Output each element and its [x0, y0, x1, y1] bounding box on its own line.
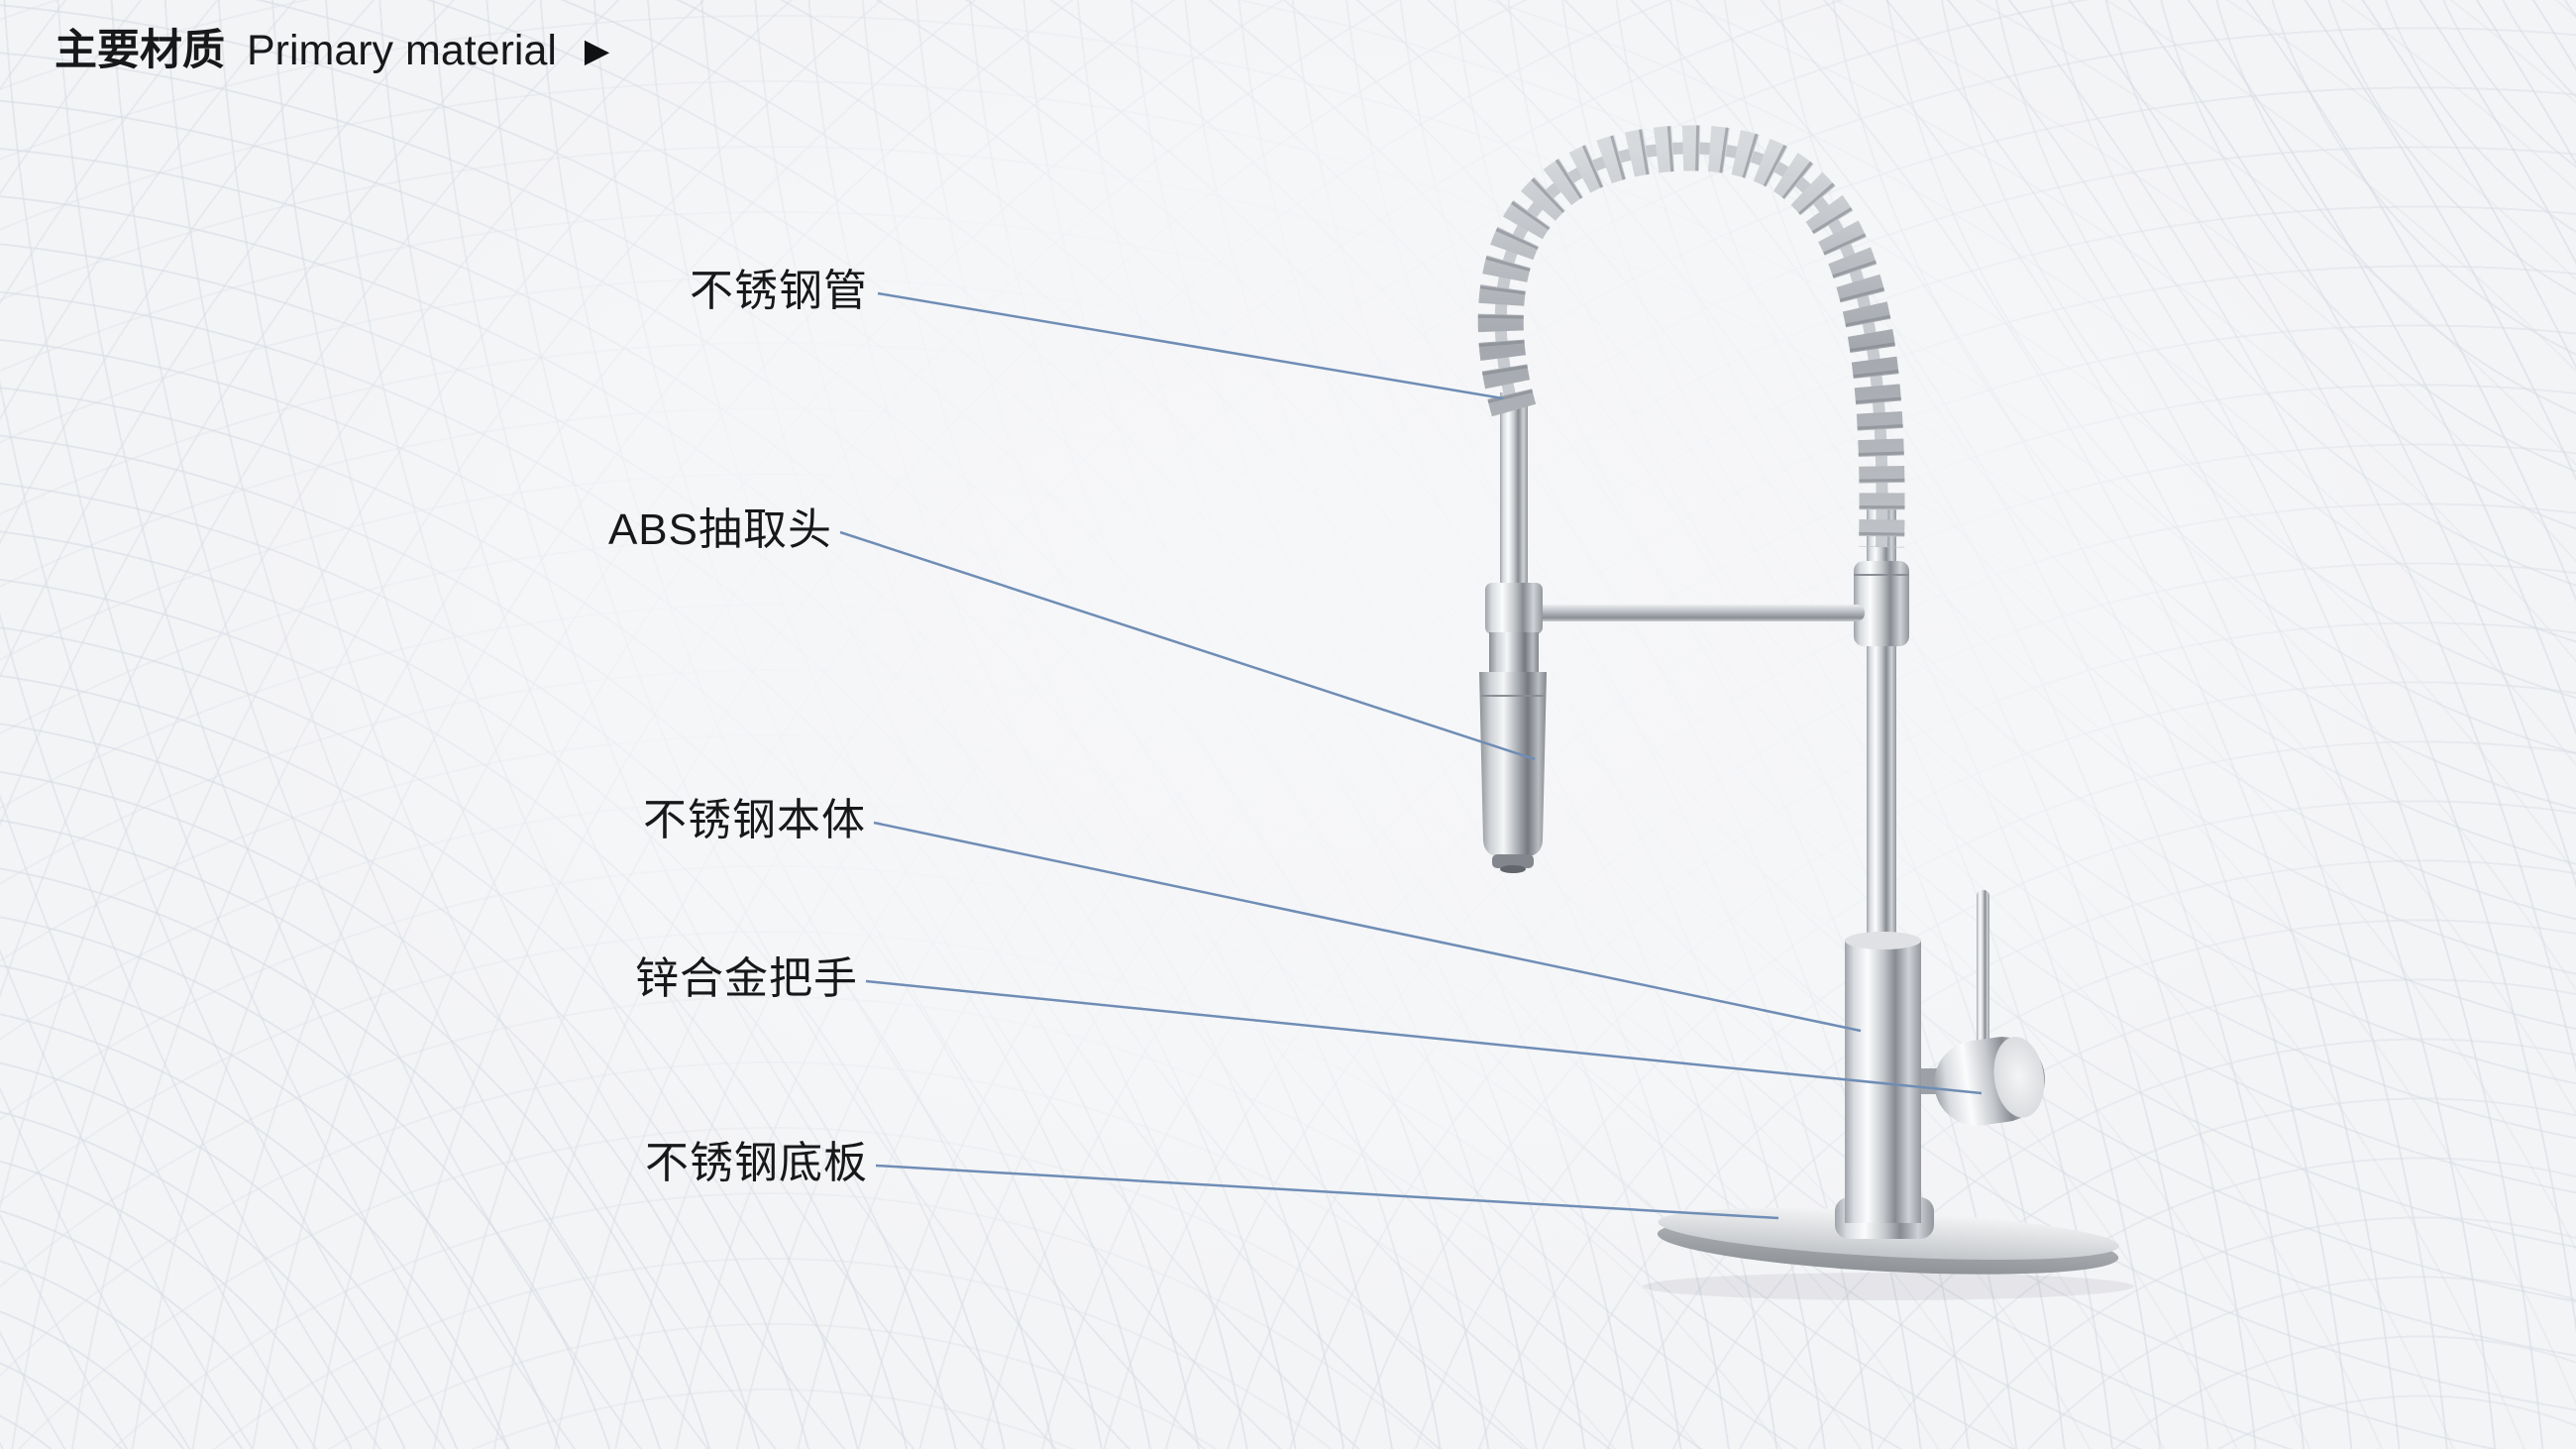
spray-tip: [1492, 854, 1534, 868]
leader-line-body: [873, 821, 1862, 1033]
spring-coil-shading: [1477, 125, 1905, 548]
leader-line-sprayer: [839, 530, 1536, 761]
title-english: Primary material: [246, 27, 557, 74]
spray-head: [1479, 672, 1547, 856]
leader-lines: [839, 291, 1983, 1220]
material-label-body: 不锈钢本体: [643, 796, 866, 844]
material-label-handle: 锌合金把手: [635, 954, 858, 1003]
spray-outlet: [1500, 865, 1526, 873]
material-label-base: 不锈钢底板: [645, 1139, 868, 1187]
title-chinese: 主要材质: [54, 27, 225, 74]
faucet-illustration: [1477, 125, 2134, 1300]
handle-knob: [1934, 1037, 2046, 1126]
leader-line-base: [875, 1164, 1779, 1220]
play-arrow-icon: ▶: [584, 32, 610, 68]
page-title: 主要材质 Primary material ▶: [54, 22, 609, 79]
arm-junction: [1485, 583, 1543, 634]
material-label-sprayer: ABS抽取头: [607, 505, 832, 554]
plate-shadow: [1643, 1273, 2134, 1300]
pipe-collar: [1854, 561, 1909, 646]
head-holder: [1489, 632, 1539, 674]
material-label-tube: 不锈钢管: [690, 267, 868, 315]
wand-tube: [1500, 392, 1528, 603]
spout-arm: [1536, 605, 1865, 621]
body-cap: [1845, 932, 1921, 949]
handle-rod: [1977, 890, 1989, 1051]
leader-line-handle: [865, 979, 1983, 1095]
leader-line-tube: [877, 291, 1504, 400]
